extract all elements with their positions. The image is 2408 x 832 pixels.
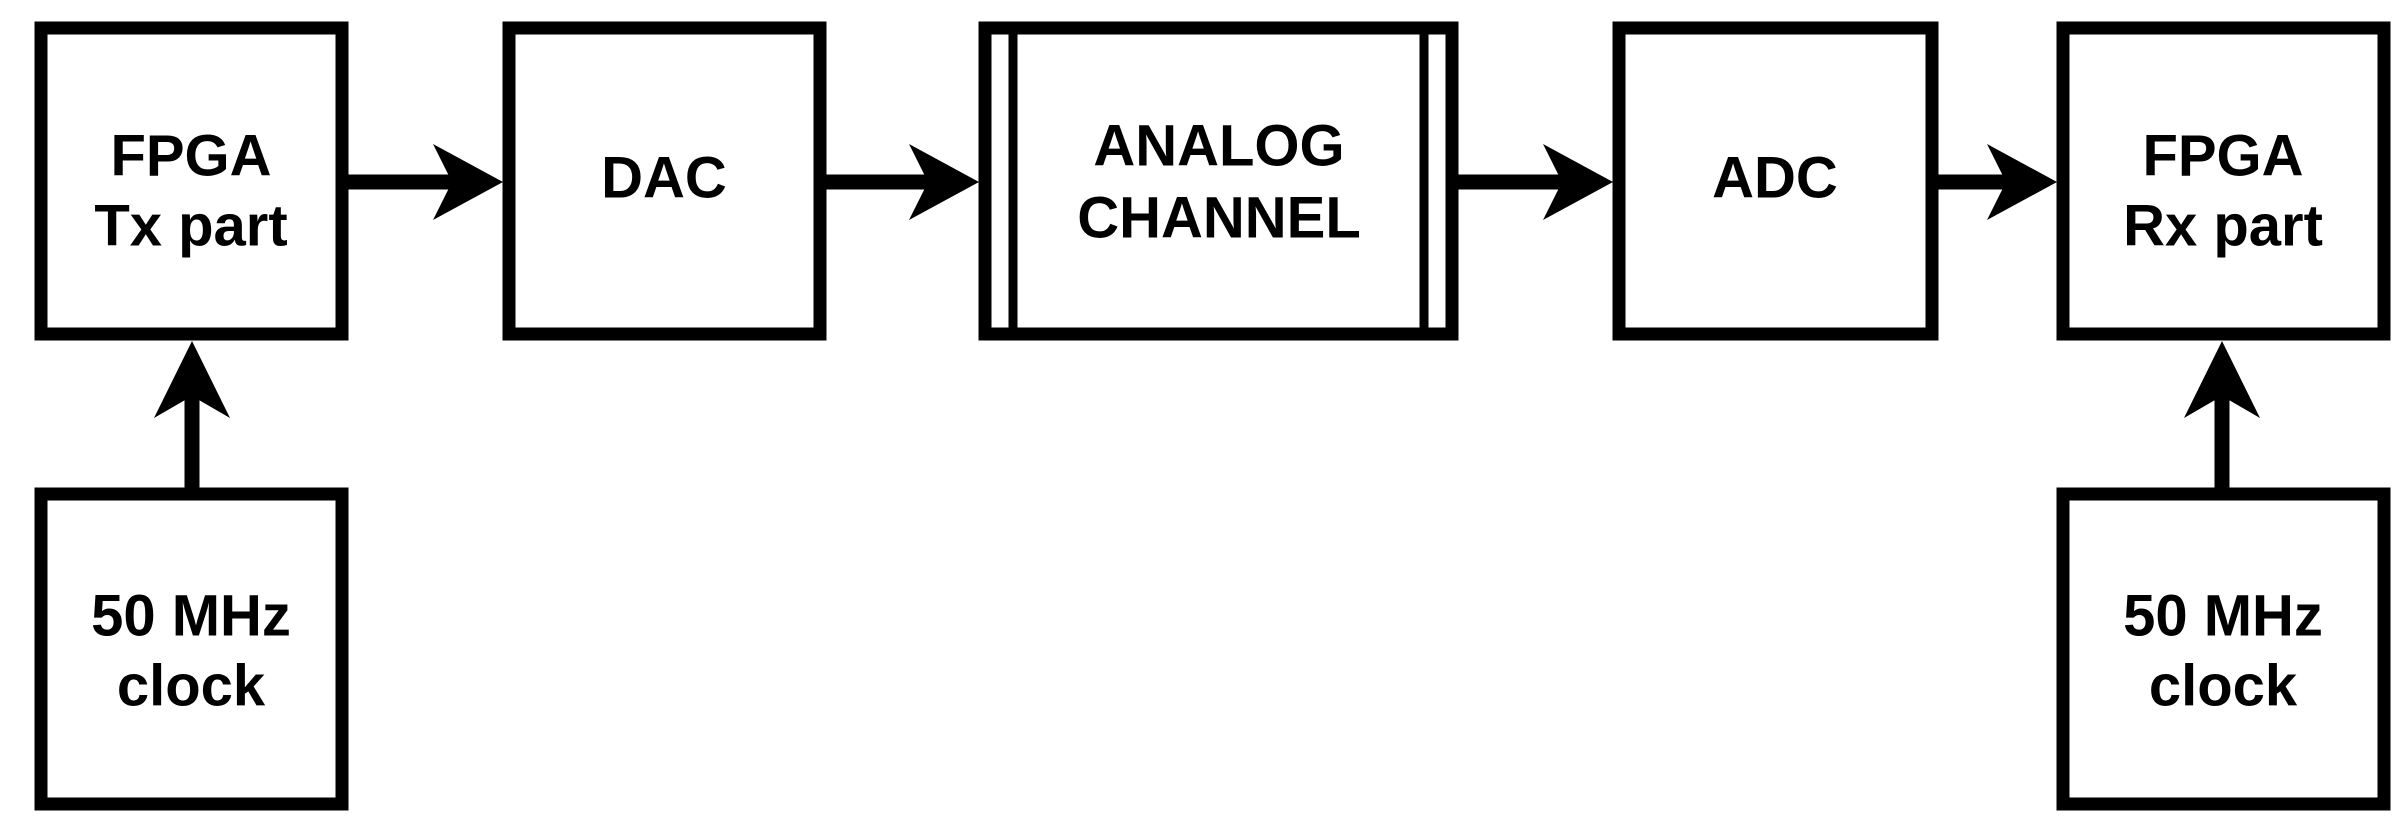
arrow-tx-to-dac-head [433,144,503,220]
analog-channel-block[interactable]: ANALOG CHANNEL [978,21,1459,341]
tx-clock-block-label-line1: 50 MHz [91,583,291,648]
arrow-channel-to-adc [1458,144,1613,220]
rx-clock-block-label-line1: 50 MHz [2123,583,2323,648]
dac-block[interactable]: DAC [502,21,827,341]
arrow-rxclock-to-fpgarx-head [2184,341,2260,418]
arrow-adc-to-rx-head [1987,144,2057,220]
fpga-tx-block[interactable]: FPGA Tx part [34,21,349,341]
fpga-rx-block[interactable]: FPGA Rx part [2056,21,2391,341]
adc-block-border [1612,21,1939,341]
fpga-rx-block-label-line2: Rx part [2123,193,2323,258]
fpga-rx-block-label-line1: FPGA [2142,123,2303,188]
dac-block-border [502,21,827,341]
rx-clock-block-label-line2: clock [2149,653,2298,718]
adc-block-label-line1: ADC [1712,145,1838,210]
arrow-dac-to-channel [826,144,979,220]
fpga-tx-block-border [34,21,349,341]
arrow-adc-to-rx [1938,144,2057,220]
arrow-txclock-to-fpgatx [154,341,230,488]
arrow-rxclock-to-fpgarx [2184,341,2260,488]
adc-block[interactable]: ADC [1612,21,1939,341]
analog-channel-block-label-line1: ANALOG [1093,113,1344,178]
rx-clock-block[interactable]: 50 MHz clock [2056,487,2391,811]
analog-channel-block-border-outer [978,21,1459,341]
arrow-txclock-to-fpgatx-head [154,341,230,418]
tx-clock-block-label-line2: clock [117,653,266,718]
tx-clock-block[interactable]: 50 MHz clock [34,487,349,811]
analog-channel-block-label-line2: CHANNEL [1077,185,1361,250]
fpga-rx-block-border [2056,21,2391,341]
fpga-tx-block-label-line1: FPGA [110,123,271,188]
tx-clock-block-border [34,487,349,811]
arrow-dac-to-channel-head [909,144,979,220]
fpga-tx-block-label-line2: Tx part [94,193,287,258]
rx-clock-block-border [2056,487,2391,811]
arrow-channel-to-adc-head [1543,144,1613,220]
arrow-tx-to-dac [348,144,503,220]
dac-block-label-line1: DAC [601,145,727,210]
